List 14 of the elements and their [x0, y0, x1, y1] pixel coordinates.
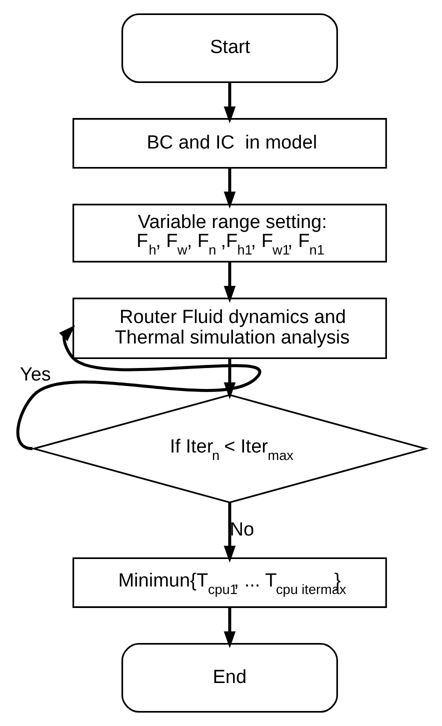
arrow: [223, 502, 236, 563]
node-box: Start: [120, 13, 338, 83]
arrow: [223, 82, 236, 124]
node-box: End: [120, 643, 338, 713]
edge-label: Yes: [19, 364, 50, 386]
arrow: [16, 325, 260, 450]
node-diamond: If Iter$_{n}$ < Iter$_{max}$: [30, 394, 428, 504]
arrow: [223, 607, 236, 648]
node-box: BC and IC in model: [72, 118, 386, 169]
arrow: [223, 262, 236, 303]
arrow: [223, 168, 236, 209]
edge-label: No: [229, 519, 254, 540]
node-box: Variable range setting: F$_{h}$, F$_{w}$, F$_{n}$ ,F$_{h1}$, F$_{w1}$, F$_{n1}$: [72, 204, 386, 262]
node-box: Router Fluid dynamics and Thermal simulation analysis: [72, 298, 386, 360]
